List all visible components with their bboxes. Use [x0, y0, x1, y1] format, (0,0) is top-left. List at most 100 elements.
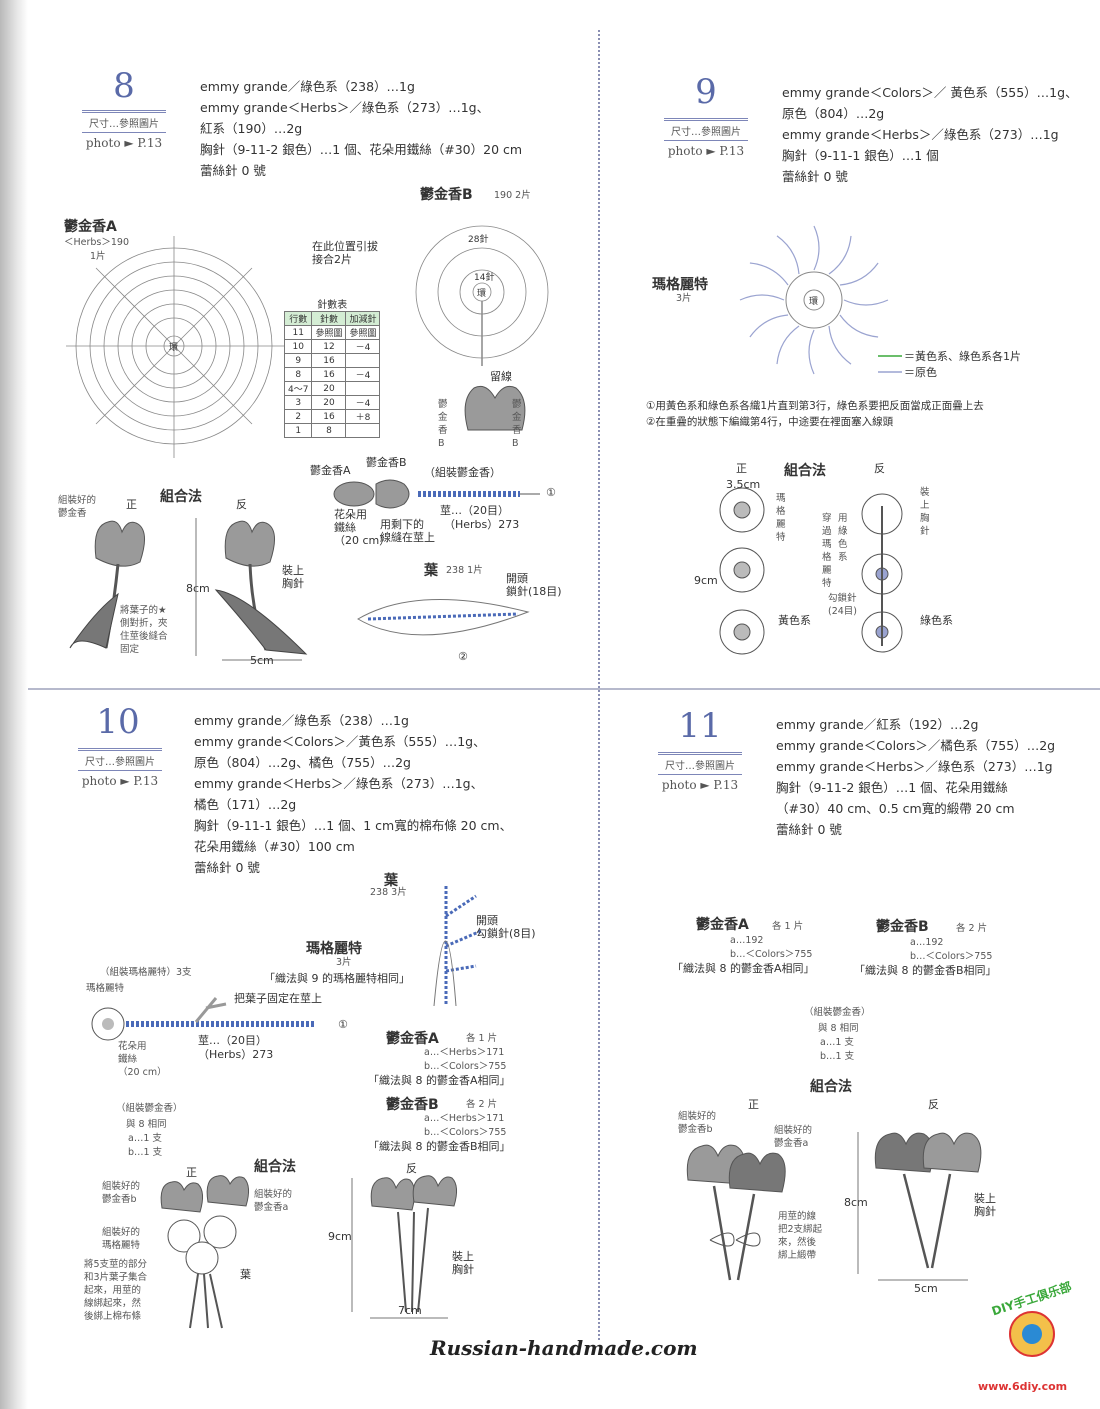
height-9cm: 9cm — [694, 574, 718, 587]
tulip-b-side-right: 鬱金香B — [512, 399, 522, 449]
daisy-count: 3片 — [676, 293, 692, 304]
leaf-chart — [357, 599, 530, 636]
height-8cm: 8cm — [844, 1196, 868, 1209]
tulip-a-a: a…192 — [730, 935, 764, 946]
bouquet-front-drawing — [160, 1175, 250, 1329]
tulip-a-a: a…＜Herbs＞171 — [424, 1047, 505, 1058]
tulip-a-yarn: ＜Herbs＞190 — [64, 237, 130, 248]
daisy-lbl: 瑪格麗特 — [86, 983, 125, 994]
yellow-label: 黃色系 — [778, 614, 811, 627]
wire-label: 花朵用 鐵絲 （20 cm） — [334, 508, 391, 547]
vertical-divider — [598, 30, 600, 1340]
circle-1: ① — [338, 1018, 348, 1031]
assembled-tulip-label: 組裝好的 鬱金香 — [58, 495, 97, 519]
join-note: 在此位置引拔 接合2片 — [312, 240, 378, 266]
width-5cm: 5cm — [914, 1282, 938, 1295]
asm-tulip-a-lbl: 組裝好的 鬱金香a — [774, 1125, 813, 1149]
note-2: ②在重疊的狀態下編織第4行，中途要在裡面塞入線頭 — [646, 416, 894, 428]
section-number: 8 — [113, 66, 135, 106]
materials-list: emmy grande／紅系（192）…2g emmy grande＜Color… — [776, 717, 1056, 837]
petal — [843, 299, 889, 306]
tulip-a-count: 1片 — [90, 251, 106, 262]
combo-title: 組合法 — [784, 463, 826, 479]
circle-1: ① — [546, 486, 556, 499]
petal — [828, 235, 852, 275]
tulip-b-title: 鬱金香B — [386, 1097, 439, 1113]
st-28-label: 28針 — [468, 233, 488, 245]
daisy-chart: 環 — [739, 225, 889, 375]
tulip-b-title: 鬱金香B — [876, 919, 929, 935]
asm-tulip-a-lbl: 組裝好的 鬱金香a — [254, 1189, 293, 1213]
petal — [776, 325, 800, 365]
horizontal-divider — [28, 688, 1100, 690]
size-reference: 尺寸…參照圖片 photo ► P.13 — [658, 752, 742, 792]
petal — [839, 262, 879, 286]
tulip-back-drawing — [195, 518, 308, 661]
pair-front-drawing — [686, 1144, 786, 1281]
tulip-front-drawing — [69, 520, 145, 649]
combo-title: 組合法 — [254, 1159, 296, 1175]
back-label: 反 — [874, 462, 885, 475]
legend-green-yellow: ＝黃色系、綠色系各1片 — [904, 350, 1021, 363]
front-label: 正 — [748, 1098, 759, 1111]
leaf-start: 開頭 勾鎖針(8目) — [476, 914, 536, 940]
petal — [776, 235, 800, 275]
tulip-a-count: 各 1 片 — [772, 921, 804, 932]
brooch-label: 裝上胸針 — [920, 487, 930, 537]
leaf-chart — [433, 886, 482, 1007]
circle-2: ② — [458, 650, 468, 663]
daisy-back-drawing — [861, 493, 903, 653]
asm-b: b…1 支 — [128, 1147, 163, 1158]
logo: DIY手工俱乐部 www.6diy.com — [978, 1279, 1092, 1398]
leaf-sub: 238 3片 — [370, 887, 407, 898]
tulip-a-b: b…＜Colors＞755 — [730, 949, 813, 960]
tulip-b-chart: 28針 14針 環 — [415, 225, 549, 366]
section-number: 10 — [96, 702, 140, 742]
tulip-b-side-left: 鬱金香B — [438, 399, 448, 449]
chain-24: 勾鎖針(24目) — [828, 593, 858, 617]
tulip-b-count: 各 2 片 — [466, 1099, 498, 1110]
tulip-b-count: 各 2 片 — [956, 923, 988, 934]
legend-lines — [878, 355, 902, 373]
asm-same: 與 8 相同 — [126, 1119, 167, 1130]
tulip-a-b: b…＜Colors＞755 — [424, 1061, 507, 1072]
asm-daisy-lbl: 組裝好的 瑪格麗特 — [102, 1227, 141, 1251]
leaf-title: 葉 — [384, 873, 398, 889]
back-label: 反 — [406, 1162, 417, 1175]
tulip-a-count: 各 1 片 — [466, 1033, 498, 1044]
stem-sub: （Herbs）273 — [198, 1048, 274, 1061]
tie-note: 用莖的線 把2支綁起 來，然後 綁上緞帶 — [778, 1211, 823, 1261]
asm-tulip-title: （組裝鬱金香） — [804, 1007, 871, 1018]
section-number: 9 — [695, 72, 717, 112]
tulip-a-same: 「織法與 8 的鬱金香A相同」 — [368, 1074, 511, 1087]
wire-label: 花朵用 鐵絲 （20 cm） — [118, 1041, 167, 1078]
materials-list: emmy grande＜Colors＞／ 黃色系（555）…1g、 原色（804… — [782, 85, 1078, 184]
tulip-b-a: a…192 — [910, 937, 944, 948]
asm-b: b…1 支 — [820, 1051, 855, 1062]
petal — [749, 314, 789, 338]
daisy-same: 「織法與 9 的瑪格麗特相同」 — [264, 972, 410, 985]
pair-back-drawing — [857, 1132, 982, 1281]
stem-label: 莖…（20目） — [440, 504, 509, 517]
through-daisy: 穿過瑪格麗特 — [822, 513, 832, 589]
petal — [828, 325, 852, 365]
height-9cm: 9cm — [328, 1230, 352, 1243]
daisy-title: 瑪格麗特 — [652, 277, 708, 293]
asm-same: 與 8 相同 — [818, 1023, 859, 1034]
tulip-b-b: b…＜Colors＞755 — [910, 951, 993, 962]
asm-a: a…1 支 — [820, 1037, 854, 1048]
remain-yarn-label: 用剩下的 線縫在莖上 — [380, 518, 435, 544]
leaf-title: 葉 — [424, 563, 438, 579]
fold-note: 將葉子的★ 側對折，夾 住莖後縫合 固定 — [120, 605, 168, 655]
front-label: 正 — [126, 498, 137, 511]
tulip-b-shape — [464, 385, 526, 431]
daisy-count: 3片 — [336, 957, 352, 968]
tulip-a-same: 「織法與 8 的鬱金香A相同」 — [672, 962, 815, 975]
asm-tulip-b-lbl: 組裝好的 鬱金香b — [102, 1181, 141, 1205]
combo-title: 組合法 — [810, 1079, 852, 1095]
tulip-b-same: 「織法與 8 的鬱金香B相同」 — [368, 1140, 511, 1153]
materials-list: emmy grande／綠色系（238）…1g emmy grande＜Herb… — [200, 79, 523, 178]
tulip-b-title: 鬱金香B — [420, 187, 473, 203]
combo-title: 組合法 — [160, 489, 202, 505]
petal — [749, 262, 789, 286]
